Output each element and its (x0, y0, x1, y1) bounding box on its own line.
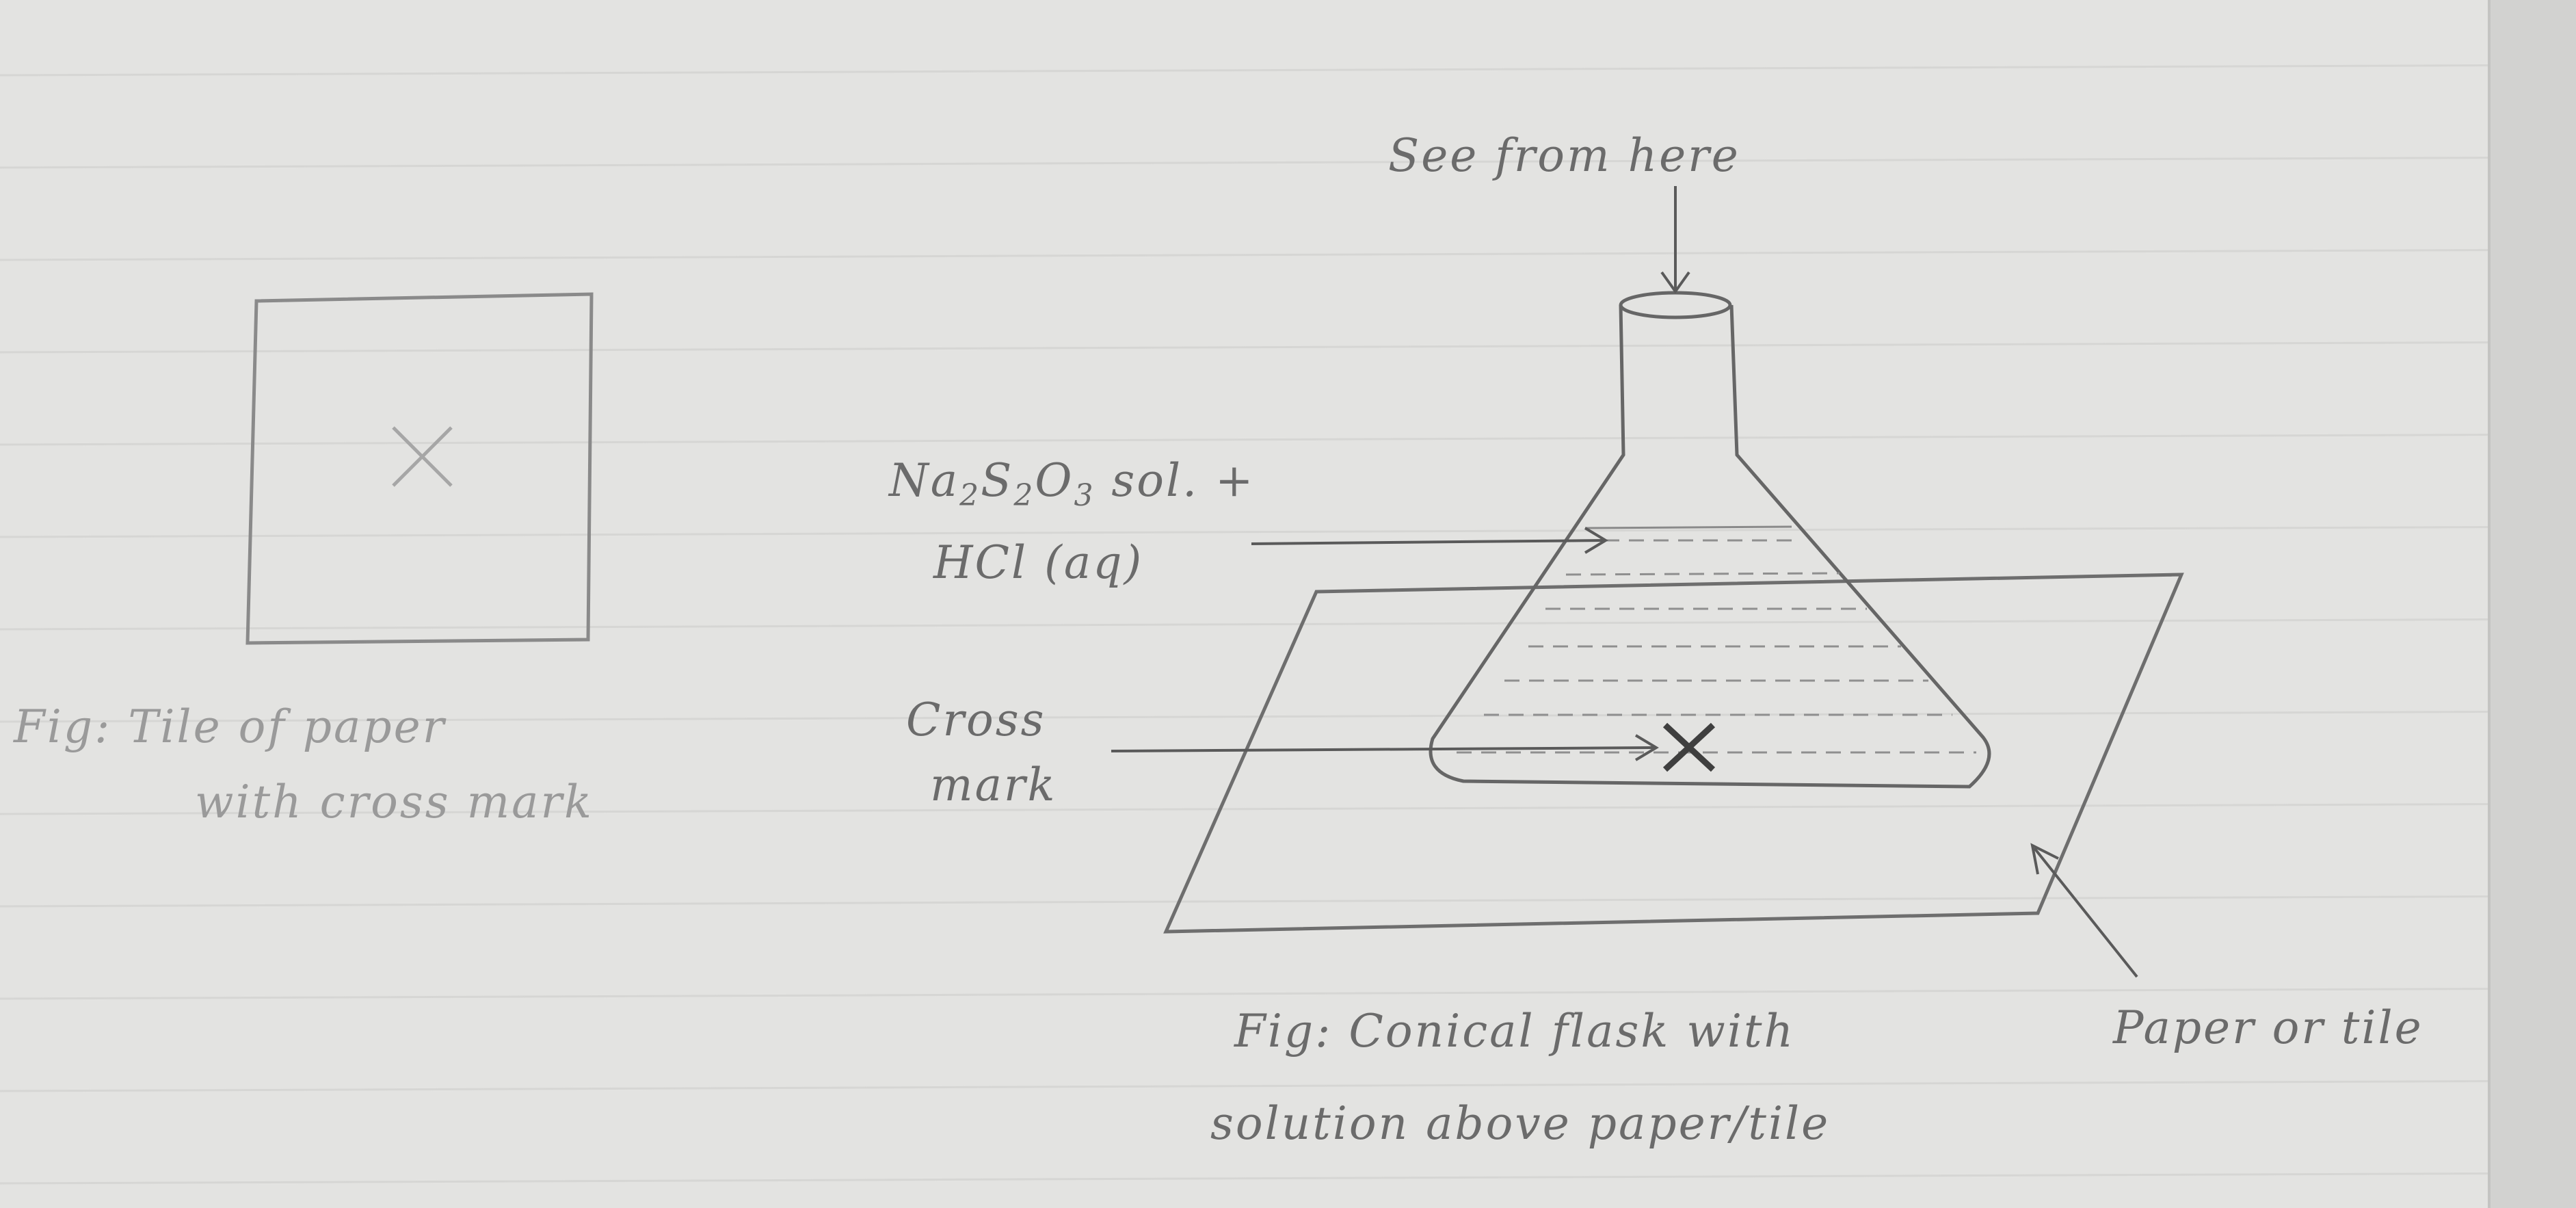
paper-or-tile-label: Paper or tile (2113, 1006, 2424, 1051)
cross-mark-label-line1: Cross (906, 698, 1046, 743)
tile-caption-line1: Fig: Tile of paper (14, 705, 446, 750)
cross-mark-arrow (1111, 735, 1656, 760)
solution-hatching (1457, 540, 1976, 752)
tile-cross-mark (393, 428, 451, 486)
solution-o: O (1035, 454, 1074, 507)
see-from-here-label: See from here (1388, 133, 1740, 179)
flask-mouth (1621, 293, 1730, 317)
cross-mark-under-flask (1665, 725, 1713, 770)
tile-caption-line2: with cross mark (195, 780, 594, 825)
paper-or-tile-arrow (2032, 845, 2137, 977)
solution-o-subscript: 3 (1074, 478, 1095, 513)
solution-s-subscript: 2 (1013, 478, 1035, 513)
flask-caption-line1: Fig: Conical flask with (1234, 1009, 1795, 1054)
page-edge (2489, 0, 2576, 1208)
solution-na-subscript: 2 (959, 478, 981, 513)
see-from-here-arrow (1662, 186, 1689, 291)
liquid-surface (1585, 527, 1792, 528)
paper-or-tile-sheet (1166, 575, 2181, 932)
solution-na: Na (889, 454, 959, 507)
flask-caption-line2: solution above paper/tile (1210, 1101, 1830, 1146)
solution-rest: sol. + (1095, 454, 1255, 507)
paper-tile (248, 294, 592, 643)
cross-mark-label-line2: mark (930, 763, 1057, 808)
solution-label-line1: Na2S2O3 sol. + (889, 458, 1255, 511)
solution-label-line2: HCl (aq) (933, 540, 1143, 586)
solution-s: S (981, 454, 1013, 507)
